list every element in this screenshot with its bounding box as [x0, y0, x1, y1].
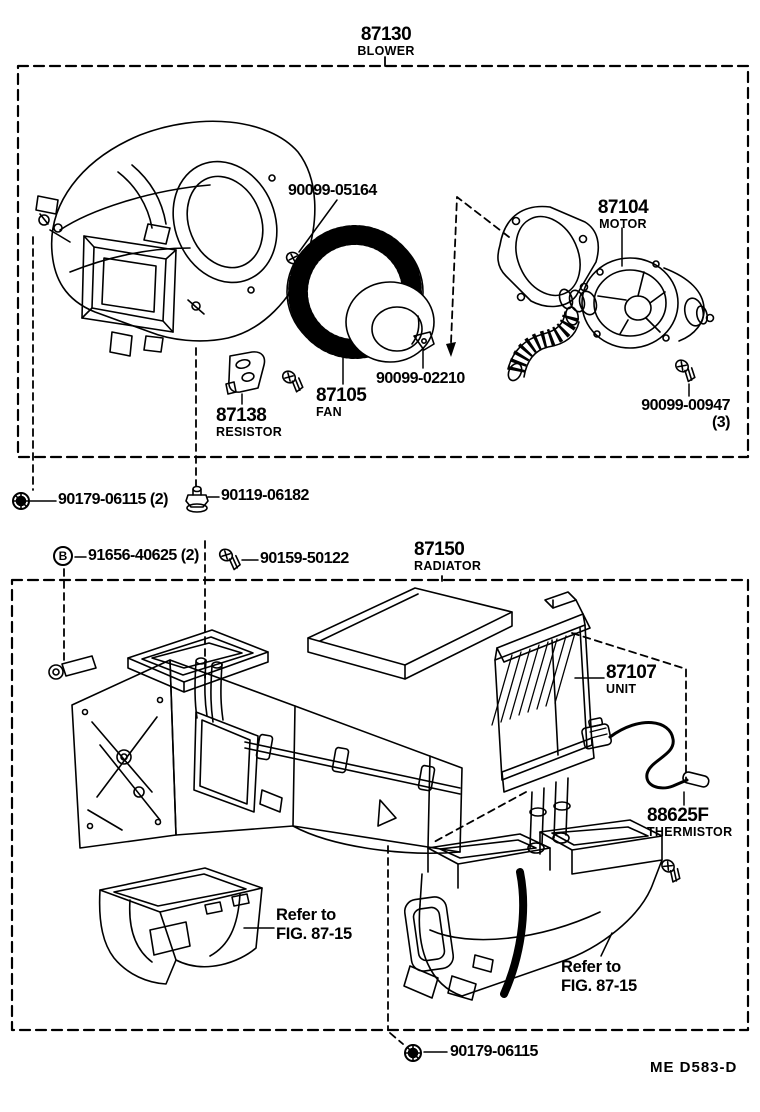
nut-icon [185, 485, 209, 513]
motor-part-name: MOTOR [599, 216, 647, 231]
blower-motor-drawing [558, 257, 715, 349]
leader-lines-top [29, 199, 690, 502]
defroster-duct-drawing [403, 819, 663, 1001]
blower-part-number: 87130 [360, 24, 412, 45]
bolt-b-label: 91656-40625 (2) [88, 547, 199, 564]
motor-screw-number: 90099-00947 [641, 397, 730, 414]
resistor-part-number: 87138 [216, 405, 267, 426]
bottom-grommet-label: 90179-06115 [450, 1043, 538, 1060]
grommet-icon [404, 1044, 422, 1062]
heater-unit-drawing [48, 587, 513, 854]
fan-part-name: FAN [316, 404, 342, 419]
thermistor-drawing [581, 717, 710, 790]
radiator-part-name: RADIATOR [414, 558, 482, 573]
figure-code: ME D583-D [650, 1059, 738, 1076]
dashed-leaders-rowb [63, 540, 206, 679]
blower-housing-drawing [35, 120, 316, 357]
screw-icon [215, 546, 245, 572]
unit-part-number: 87107 [606, 662, 657, 683]
radiator-section-label: 87150 RADIATOR [414, 540, 481, 573]
leader-lines-rowb [74, 556, 259, 561]
clip-02210-label: 90099-02210 [376, 370, 465, 387]
heater-core-drawing [491, 591, 595, 854]
screw-icon [278, 368, 308, 395]
marker-b-letter: B [58, 549, 68, 563]
refer-note-1: Refer to FIG. 87-15 [276, 906, 352, 944]
screw-50122-label: 90159-50122 [260, 550, 349, 567]
fan-part-number: 87105 [316, 385, 367, 406]
blower-assembly-box [16, 56, 750, 459]
unit-label: 87107 UNIT [606, 662, 657, 696]
refer-note-2-line1: Refer to [561, 958, 621, 976]
grommet-a-label: 90179-06115 (2) [58, 491, 168, 508]
motor-screw-qty: (3) [711, 413, 731, 431]
fan-drawing [286, 225, 435, 363]
thermistor-label: 88625F THERMISTOR [647, 806, 732, 839]
refer-note-1-line2: FIG. 87-15 [276, 925, 352, 943]
motor-screw-label: 90099-00947 (3) [628, 397, 731, 432]
blower-part-name: BLOWER [357, 43, 415, 58]
nut-label: 90119-06182 [221, 487, 309, 504]
dashed-leaders-bottom [387, 632, 687, 1045]
motor-part-number: 87104 [597, 197, 649, 218]
fastener-marker-b: B [53, 546, 73, 566]
resistor-label: 87138 RESISTOR [216, 406, 282, 439]
resistor-drawing [225, 351, 266, 395]
cooling-hose-drawing [507, 306, 580, 382]
thermistor-part-number: 88625F [647, 805, 709, 826]
radiator-part-number: 87150 [414, 539, 465, 560]
motor-gasket-drawing [497, 205, 600, 308]
arrowhead [446, 342, 456, 357]
resistor-part-name: RESISTOR [216, 424, 283, 439]
unit-part-name: UNIT [606, 681, 637, 696]
refer-note-1-line1: Refer to [276, 906, 336, 924]
fan-label: 87105 FAN [316, 385, 367, 419]
grommet-icon [12, 492, 30, 510]
screw-05164-label: 90099-05164 [288, 182, 377, 199]
screw-icon [670, 356, 700, 384]
dashed-leaders-top [32, 196, 510, 491]
refer-note-2-line2: FIG. 87-15 [561, 977, 637, 995]
floor-duct-drawing [98, 867, 263, 985]
motor-label: 87104 MOTOR [578, 198, 668, 231]
blower-section-label: 87130 BLOWER [330, 25, 442, 58]
refer-note-2: Refer to FIG. 87-15 [561, 958, 637, 996]
fan-clip-drawing [413, 331, 435, 351]
leader-lines-bottom [243, 677, 685, 1053]
thermistor-part-name: THERMISTOR [647, 824, 733, 839]
radiator-assembly-box [10, 575, 750, 1032]
